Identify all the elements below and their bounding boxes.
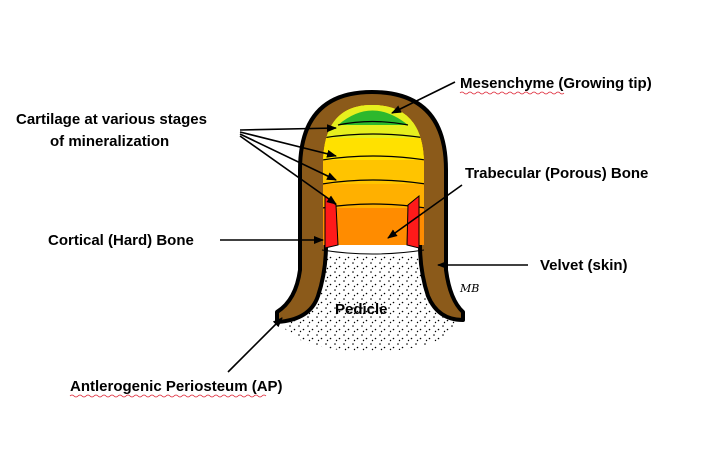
label-cortical: Cortical (Hard) Bone — [48, 232, 194, 249]
pedicle-region — [280, 255, 460, 352]
arrow-periosteum — [227, 317, 283, 373]
label-cartilage-line1: Cartilage at various stages — [16, 111, 207, 128]
label-periosteum: Antlerogenic Periosteum (AP) — [70, 378, 283, 395]
label-pedicle: Pedicle — [335, 301, 388, 318]
label-mesenchyme: Mesenchyme (Growing tip) — [460, 75, 652, 92]
label-trabecular: Trabecular (Porous) Bone — [465, 165, 648, 182]
mesenchyme-tip — [338, 110, 408, 125]
label-cartilage-line2: of mineralization — [50, 133, 169, 150]
arrow-trabecular — [387, 184, 463, 239]
cortical-bone-right — [406, 194, 420, 249]
arrow-cartilage-4 — [239, 135, 337, 205]
arrow-cartilage-1 — [239, 124, 337, 133]
label-velvet: Velvet (skin) — [540, 257, 628, 274]
arrow-cartilage-2 — [239, 131, 337, 158]
signature-mark: MB — [459, 282, 479, 295]
arrow-mesenchyme — [391, 81, 456, 114]
arrow-cartilage-3 — [239, 133, 337, 181]
